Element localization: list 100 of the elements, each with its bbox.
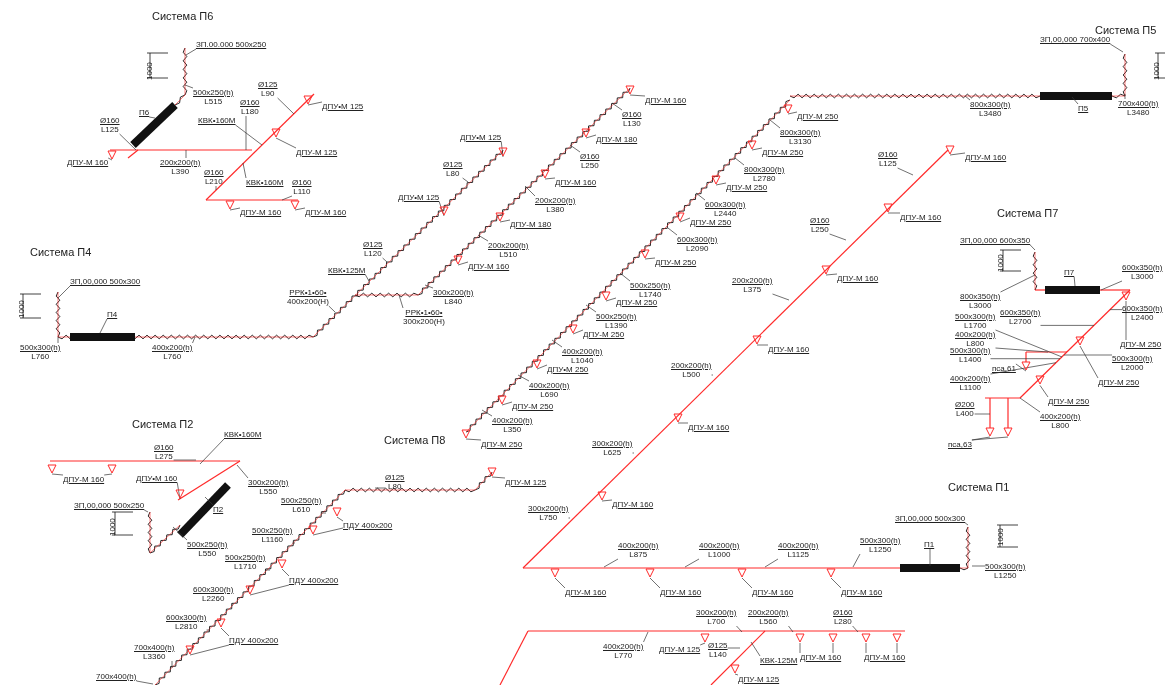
callout-label: ДПУ-М 125 [296, 148, 338, 157]
leader-line [605, 297, 617, 302]
callout-label: КВК•160М [246, 178, 284, 187]
callout-label: ДПУ-М 160 [565, 588, 607, 597]
callout-sublabel: L125 [878, 159, 897, 168]
leader-line [677, 422, 689, 424]
leader-line [644, 257, 656, 260]
leader-line [611, 102, 623, 111]
leader-line [231, 602, 233, 607]
leader-line [971, 436, 1009, 441]
diffuser-icon [47, 464, 57, 474]
diffuser-icon [625, 85, 635, 95]
callout-label: 400x200(h) [529, 381, 570, 390]
callout-label: ДПУ-М 160 [900, 213, 942, 222]
leader-line [764, 558, 779, 568]
diffuser-icon [673, 413, 683, 423]
callout-label: 500x250(h) [225, 553, 266, 562]
callout-label: 500x300(h) [860, 536, 901, 545]
leader-line [462, 177, 469, 183]
diffuser-icon [985, 427, 995, 437]
leader-line [585, 304, 597, 313]
callout-label: ДПУ-М 125 [738, 675, 780, 684]
callout-sublabel: 400x200(Н) [287, 297, 329, 306]
leader-line [1100, 280, 1123, 291]
callout-label: ДПУ•М 125 [460, 133, 502, 142]
callout-label: 600x300(h) [193, 585, 234, 594]
leader-line [865, 642, 867, 654]
callout-sublabel: L3000 [969, 301, 992, 310]
diffuser-icon [107, 464, 117, 474]
leader-line [887, 212, 901, 214]
callout-label: КВК•160М [198, 116, 236, 125]
dimension-label: 1000 [108, 518, 117, 536]
leader-line [1079, 345, 1099, 379]
callout-label: ДПУ-М 250 [583, 330, 625, 339]
leader-line [990, 362, 1057, 375]
diffuser-icon [747, 140, 757, 150]
callout-label: ДПУ-М 125 [505, 478, 547, 487]
callout-label: П6 [139, 108, 150, 117]
leader-line [601, 499, 613, 502]
callout-label: ДПУ-М 160 [837, 274, 879, 283]
leader-line [382, 257, 388, 263]
diffuser-icon [892, 633, 902, 643]
leader-line [832, 642, 834, 654]
leader-line [524, 185, 536, 197]
callout-label: 400x200(h) [950, 374, 991, 383]
leader-line [852, 553, 861, 568]
callout-label: ДПУ-М 125 [659, 645, 701, 654]
leader-line [896, 642, 898, 654]
callout-label: 300x200(h) [696, 608, 737, 617]
callout-sublabel: L800 [1051, 421, 1070, 430]
diffuser-icon [1121, 291, 1131, 301]
leader-line [99, 318, 108, 334]
callout-label: ДПУ-М 250 [726, 183, 768, 192]
callout-label: Ø160 [154, 443, 174, 452]
callout-label: 600x350(h) [1122, 263, 1163, 272]
diffuser-icon [308, 525, 318, 535]
system-title: Система П6 [152, 10, 214, 22]
callout-label: П2 [213, 505, 224, 514]
callout-label: П7 [1064, 268, 1075, 277]
callout-label: 200x200(h) [671, 361, 712, 370]
callout-label: 600x300(h) [705, 200, 746, 209]
leader-line [736, 625, 743, 633]
leader-line [769, 119, 781, 129]
callout-sublabel: L1400 [959, 355, 982, 364]
leader-line [551, 339, 563, 348]
diffuser-icon [826, 568, 836, 578]
diffuser-icon [675, 212, 685, 222]
callout-label: 300x200(h) [433, 288, 474, 297]
leader-line [265, 569, 271, 571]
leader-line [711, 374, 714, 376]
leader-line [715, 182, 727, 186]
diffuser-icon [640, 249, 650, 259]
leader-line [215, 185, 217, 191]
leader-line [424, 284, 434, 289]
diffuser-icon [581, 128, 591, 138]
diffuser-icon [821, 265, 831, 275]
callout-label: 400x200(h) [618, 541, 659, 550]
callout-label: ДПУ-М 160 [688, 423, 730, 432]
leader-line [242, 162, 247, 179]
leader-line [277, 97, 295, 115]
system-title: Система П8 [384, 434, 446, 446]
callout-label: ДПУ•М 160 [136, 474, 178, 483]
leader-line [236, 464, 249, 479]
callout-label: ДПУ•М 125 [322, 102, 364, 111]
leader-line [536, 364, 548, 370]
callout-label: 400x200(h) [603, 642, 644, 651]
diffuser-icon [1003, 427, 1013, 437]
callout-label: 600x350(h) [1000, 308, 1041, 317]
leader-line [275, 137, 297, 149]
diffuser-icon [290, 200, 300, 210]
leader-line [1039, 385, 1049, 398]
callout-label: 500x250(h) [596, 312, 637, 321]
callout-sublabel: L3360 [143, 652, 166, 661]
leader-line [974, 413, 991, 415]
callout-sublabel: L1740 [639, 290, 662, 299]
callout-label: 700x400(h) [134, 643, 175, 652]
leader-line [136, 680, 154, 685]
callout-sublabel: L550 [198, 549, 217, 558]
diffuser-icon [711, 175, 721, 185]
callout-sublabel: L3000 [1131, 272, 1154, 281]
